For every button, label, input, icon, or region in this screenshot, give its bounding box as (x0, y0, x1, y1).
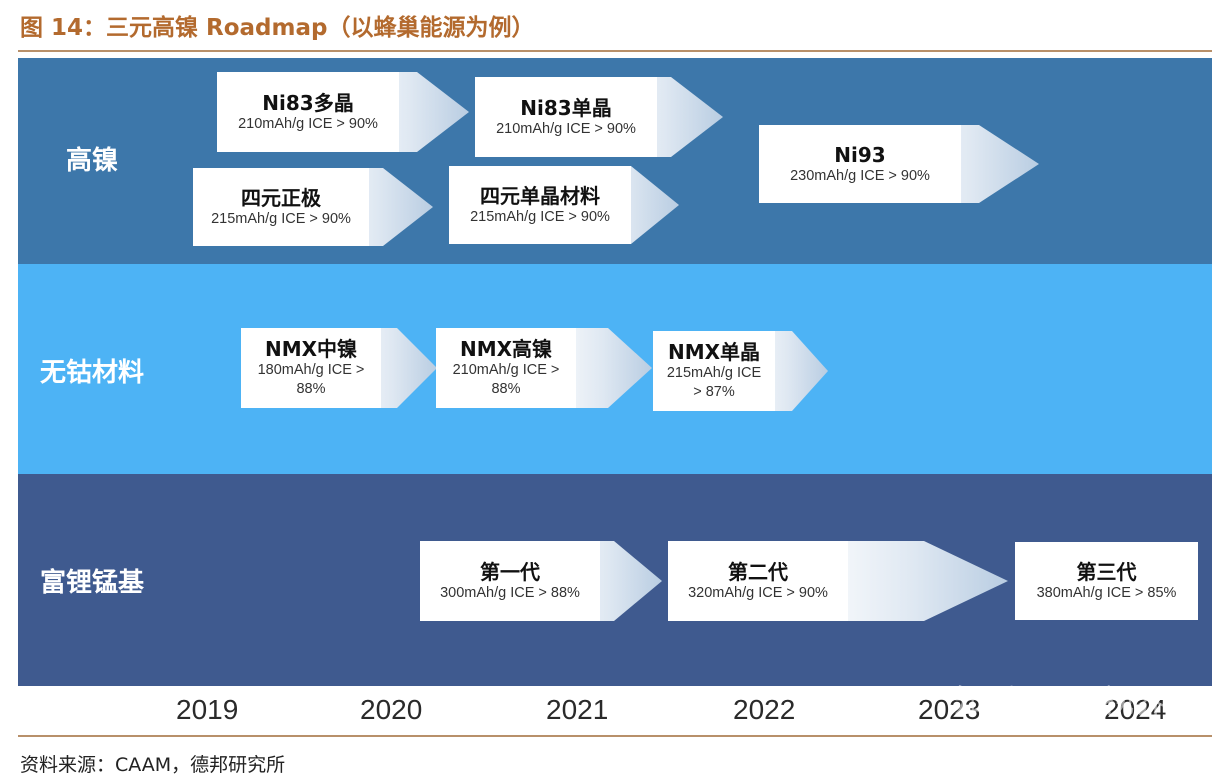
roadmap-card-nmx-mid-nickel: NMX中镍 180mAh/g ICE > 88% (241, 328, 437, 408)
watermark: 知乎 @EV视界 (954, 682, 1167, 720)
year-label: 2021 (546, 694, 609, 725)
year-label: 2024 (1104, 694, 1167, 725)
card-name: NMX高镍 (459, 337, 553, 361)
card-spec: 210mAh/g ICE > 90% (496, 120, 636, 137)
card-spec: 215mAh/g ICE > 90% (470, 208, 610, 225)
top-rule (18, 50, 1212, 52)
year-label: 2023 (918, 694, 981, 725)
card-name: Ni93 (834, 142, 886, 167)
year-label: 2020 (360, 694, 423, 725)
year-label: 2022 (733, 694, 796, 725)
card-name: Ni83多晶 (262, 90, 354, 115)
card-spec: 215mAh/g ICE > 87% (666, 365, 762, 400)
card-name: 第三代 (1076, 559, 1137, 584)
card-name: 四元单晶材料 (480, 183, 600, 208)
card-spec: 380mAh/g ICE > 85% (1036, 584, 1177, 601)
roadmap-card-ni83-single: Ni83单晶 210mAh/g ICE > 90% (475, 77, 723, 157)
card-spec: 230mAh/g ICE > 90% (790, 167, 930, 184)
card-name: NMX中镍 (264, 337, 358, 361)
card-name: 四元正极 (241, 185, 321, 210)
card-name: Ni83单晶 (520, 95, 612, 120)
roadmap-card-quaternary-single: 四元单晶材料 215mAh/g ICE > 90% (449, 166, 679, 244)
card-spec: 320mAh/g ICE > 90% (688, 584, 828, 601)
band-label-lithium-rich: 富锂锰基 (40, 568, 145, 598)
card-spec: 180mAh/g ICE > 88% (257, 362, 365, 397)
roadmap-card-gen1: 第一代 300mAh/g ICE > 88% (420, 541, 662, 621)
bottom-rule (18, 735, 1212, 737)
card-spec: 210mAh/g ICE > 90% (238, 115, 378, 132)
roadmap-card-gen2: 第二代 320mAh/g ICE > 90% (668, 541, 1008, 621)
figure-title: 图 14：三元高镍 Roadmap（以蜂巢能源为例） (20, 15, 535, 41)
card-spec: 300mAh/g ICE > 88% (440, 584, 580, 601)
roadmap-card-ni93: Ni93 230mAh/g ICE > 90% (759, 125, 1039, 203)
roadmap-card-nmx-high-nickel: NMX高镍 210mAh/g ICE > 88% (436, 328, 652, 408)
band-label-high-nickel: 高镍 (66, 146, 119, 176)
card-spec: 210mAh/g ICE > 88% (452, 362, 560, 397)
card-spec: 215mAh/g ICE > 90% (211, 210, 351, 227)
roadmap-card-ni83-poly: Ni83多晶 210mAh/g ICE > 90% (217, 72, 469, 152)
card-name: 第二代 (728, 559, 788, 584)
card-name: 第一代 (480, 559, 540, 584)
source-note: 资料来源：CAAM，德邦研究所 (20, 754, 286, 776)
card-name: NMX单晶 (667, 340, 761, 364)
roadmap-card-gen3: 第三代 380mAh/g ICE > 85% (1015, 542, 1198, 620)
year-label: 2019 (176, 694, 239, 725)
roadmap-card-quaternary: 四元正极 215mAh/g ICE > 90% (193, 168, 433, 246)
roadmap-card-nmx-single: NMX单晶 215mAh/g ICE > 87% (653, 331, 828, 411)
band-label-cobalt-free: 无钴材料 (40, 358, 145, 388)
